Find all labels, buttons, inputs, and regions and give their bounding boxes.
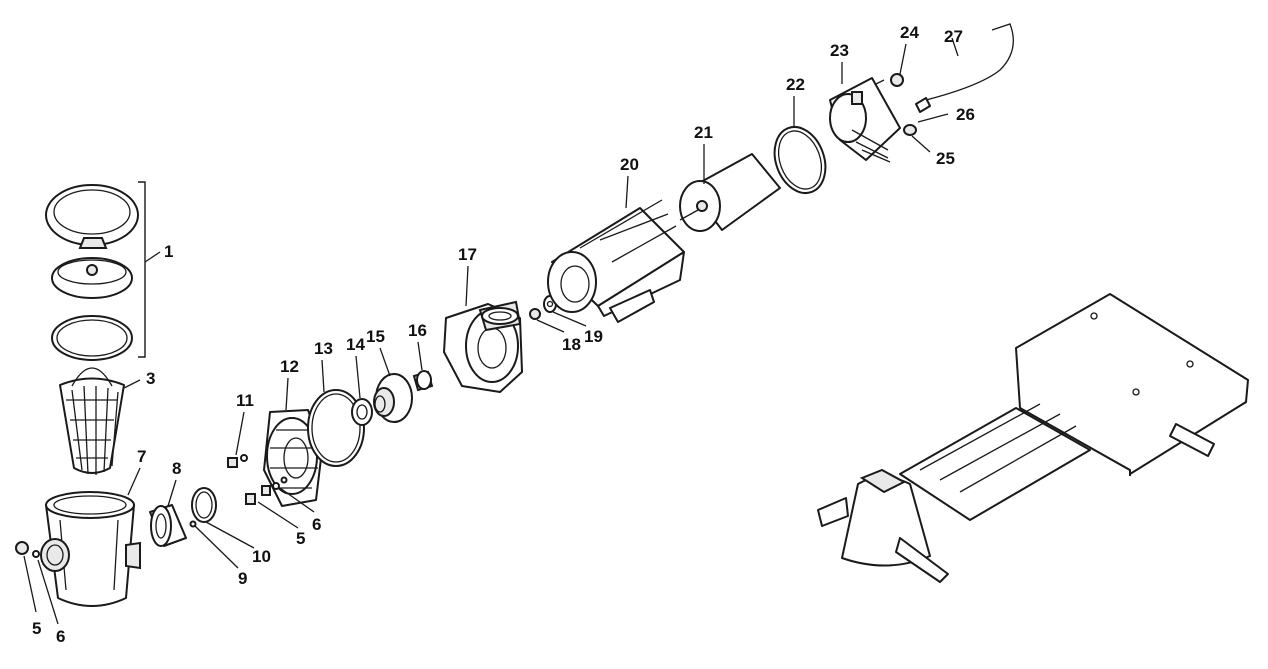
shaft-seal: [351, 355, 373, 426]
pump-motor: [547, 175, 685, 323]
screw-11: [227, 411, 248, 468]
rear-gasket: [773, 96, 827, 194]
callout-5-left: 5: [32, 619, 41, 638]
callout-22: 22: [786, 75, 805, 94]
union-nut: [149, 479, 187, 547]
seal-plate-o-ring: [307, 359, 365, 467]
callout-13: 13: [314, 339, 333, 358]
motor-end-cover: [829, 62, 901, 163]
impeller: [373, 347, 413, 423]
lid-o-ring: [51, 315, 133, 361]
callout-25: 25: [936, 149, 955, 168]
callout-15: 15: [366, 327, 385, 346]
callout-16: 16: [408, 321, 427, 340]
pump-volute: [443, 265, 523, 393]
callout-7: 7: [137, 447, 146, 466]
callout-23: 23: [830, 41, 849, 60]
callout-12: 12: [280, 357, 299, 376]
callout-10: 10: [252, 547, 271, 566]
strainer-lid: [51, 257, 133, 299]
callout-21: 21: [694, 123, 713, 142]
impeller-insert: [412, 341, 434, 392]
motor-rotor: [679, 144, 781, 232]
callout-17: 17: [458, 245, 477, 264]
union-o-ring: [189, 487, 255, 569]
pump-base: [817, 293, 1249, 583]
strainer-basket: [59, 367, 141, 475]
callout-1: 1: [164, 242, 173, 261]
lid-assembly: [45, 181, 161, 361]
callout-8: 8: [172, 459, 181, 478]
callout-20: 20: [620, 155, 639, 174]
lid-assembly-bracket: [138, 181, 146, 358]
switch-parts: [875, 23, 1014, 153]
callout-9: 9: [238, 569, 247, 588]
strainer-housing: [40, 467, 141, 607]
callout-18: 18: [562, 335, 581, 354]
callout-14: 14: [346, 335, 365, 354]
callout-3: 3: [146, 369, 155, 388]
callout-6-left: 6: [56, 627, 65, 646]
callout-5-right: 5: [296, 529, 305, 548]
callout-11: 11: [236, 391, 254, 410]
power-cord: [925, 23, 1014, 101]
callout-27: 27: [944, 27, 963, 46]
callout-6-right: 6: [312, 515, 321, 534]
lid-lock-ring: [45, 184, 139, 249]
drain-plug-left: [15, 541, 59, 625]
callout-19: 19: [584, 327, 603, 346]
bolts-right: [245, 476, 315, 529]
callout-24: 24: [900, 23, 919, 42]
callout-labels: 1 3 7 8 5 6 9 10 11 12 13 14 15 16 5 6 1…: [32, 23, 975, 646]
callout-26: 26: [956, 105, 975, 124]
